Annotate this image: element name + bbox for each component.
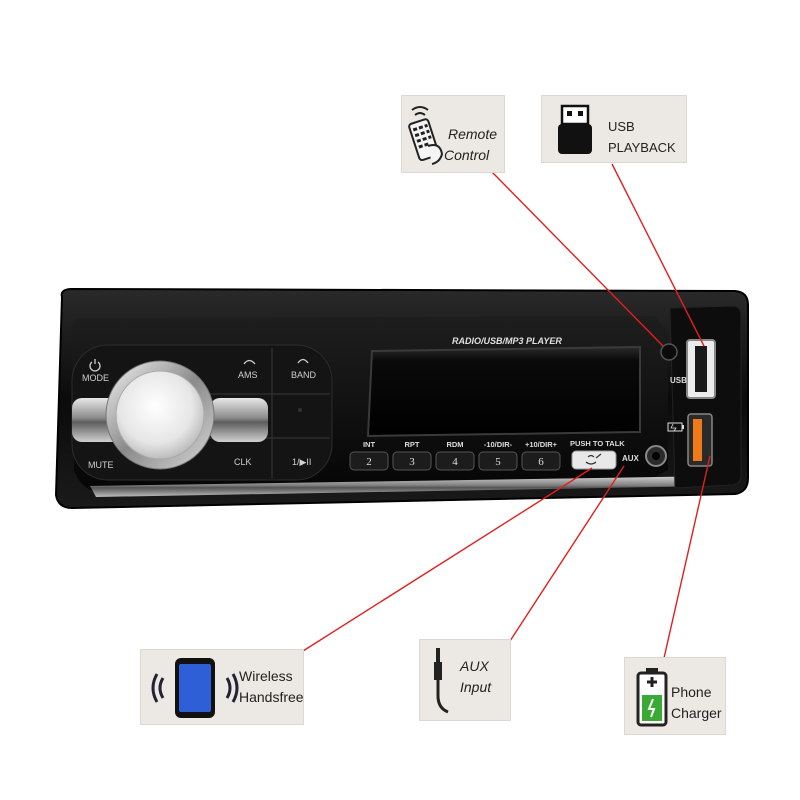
callout-remote-line2: Control [444, 147, 490, 163]
band-phone-icon [297, 358, 309, 364]
microphone-icon [585, 453, 602, 465]
callout-usb-line1: USB [608, 119, 635, 134]
ir-sensor-dot [298, 408, 302, 412]
band-label: BAND [291, 370, 317, 380]
callout-phone-charger: Phone Charger [625, 658, 725, 734]
lcd-display [366, 345, 641, 438]
callout-charger-line2: Charger [671, 705, 722, 721]
battery-charge-icon [636, 668, 668, 727]
mode-label: MODE [82, 373, 109, 383]
play-pause-button[interactable] [276, 442, 328, 476]
preset-number: 2 [366, 456, 372, 468]
preset-number: 6 [538, 456, 544, 468]
mute-button[interactable] [78, 448, 118, 476]
callout-aux-line2: Input [460, 679, 492, 695]
ams-label: AMS [238, 370, 258, 380]
preset-number: 3 [409, 456, 415, 468]
charge-battery-icon [667, 422, 684, 432]
callout-handsfree-line2: Handsfree [239, 689, 304, 705]
remote-ir-receiver [660, 343, 678, 361]
preset-label: -10/DIR- [484, 440, 513, 449]
knob-chrome-ear-right [210, 398, 268, 442]
callout-usb-line2: PLAYBACK [608, 140, 676, 155]
callout-usb-playback: USB PLAYBACK [542, 96, 686, 162]
ams-button[interactable] [225, 352, 270, 392]
mode-button[interactable] [78, 352, 118, 388]
band-button[interactable] [276, 352, 328, 392]
callout-remote-line1: Remote [448, 126, 498, 142]
preset-label: +10/DIR+ [525, 440, 558, 449]
phone-wireless-icon [151, 658, 239, 718]
usb-label: USB [670, 376, 687, 385]
push-to-talk-button[interactable] [571, 450, 617, 470]
usb-stick-icon [558, 104, 592, 154]
preset-label: RDM [446, 440, 463, 449]
callout-remote-control: Remote Control [402, 96, 504, 172]
ams-phone-icon [243, 359, 256, 365]
callout-wireless-handsfree: Wireless Handsfree [141, 650, 304, 724]
preset-number: 5 [495, 456, 501, 468]
clk-label: CLK [234, 457, 252, 467]
lcd-title: RADIO/USB/MP3 PLAYER [452, 336, 562, 346]
remote-control-icon [408, 106, 444, 165]
callout-charger-line1: Phone [671, 684, 712, 700]
aux-label: AUX [622, 454, 640, 463]
callout-aux-input: AUX Input [420, 640, 510, 720]
callout-aux-line1: AUX [460, 658, 489, 674]
aux-jack-icon [434, 648, 449, 714]
push-to-talk-label: PUSH TO TALK [570, 439, 625, 448]
clk-button[interactable] [225, 442, 270, 476]
power-icon [89, 359, 101, 372]
play-pause-label: 1/▶II [292, 457, 311, 467]
preset-number: 4 [452, 456, 458, 468]
preset-label: INT [363, 440, 376, 449]
callout-handsfree-line1: Wireless [239, 668, 293, 684]
mute-label: MUTE [88, 460, 114, 470]
preset-label: RPT [405, 440, 420, 449]
